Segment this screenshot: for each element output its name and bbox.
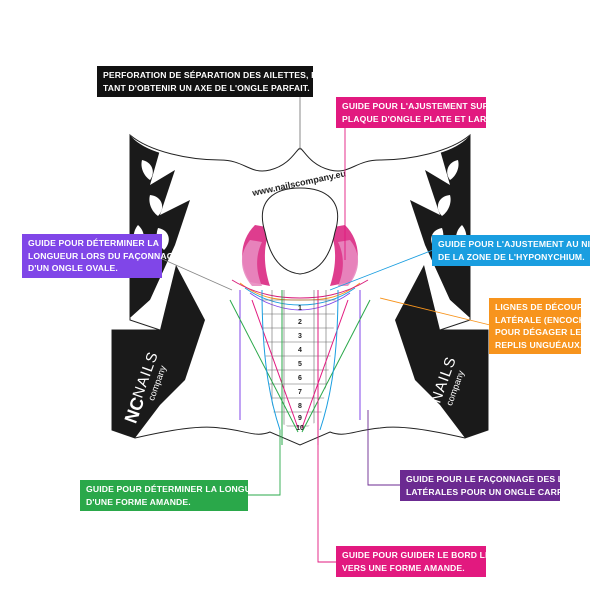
label-free-edge: Guide pour guider le bord libre vers une…: [336, 546, 506, 577]
scale-number: 2: [298, 319, 302, 326]
scale-number: 10: [296, 425, 304, 432]
scale-number: 1: [298, 305, 302, 312]
label-almond-length: Guide pour déterminer la longueur d'une …: [80, 480, 270, 511]
callout-leader-lines: [159, 96, 491, 563]
cuticle-opening: [261, 187, 339, 275]
label-notches: Lignes de découpe latérale (encoches) po…: [489, 298, 600, 354]
label-oval: Guide pour déterminer la longueur lors d…: [22, 234, 179, 278]
scale-number: 8: [298, 403, 302, 410]
label-flat-plate: Guide pour l'ajustement sur une plaque d…: [336, 97, 510, 128]
shape-guide-lines: [229, 289, 371, 445]
label-hyponychium: Guide pour l'ajustement au niveau de la …: [432, 235, 600, 266]
label-perforation: Perforation de séparation des ailettes, …: [97, 66, 350, 97]
length-scale: 1 2 3 4 5 6 7 8 9 10: [296, 305, 304, 432]
scale-number: 7: [298, 389, 302, 396]
left-brand-band: [112, 265, 205, 438]
scale-number: 5: [298, 361, 302, 368]
label-square-lines: Guide pour le façonnage des lignes latér…: [400, 470, 590, 501]
scale-number: 9: [298, 415, 302, 422]
scale-number: 3: [298, 333, 302, 340]
scale-number: 4: [298, 347, 302, 354]
right-brand-band: [395, 265, 488, 438]
fitting-guide-bands: [241, 225, 359, 286]
scale-number: 6: [298, 375, 302, 382]
